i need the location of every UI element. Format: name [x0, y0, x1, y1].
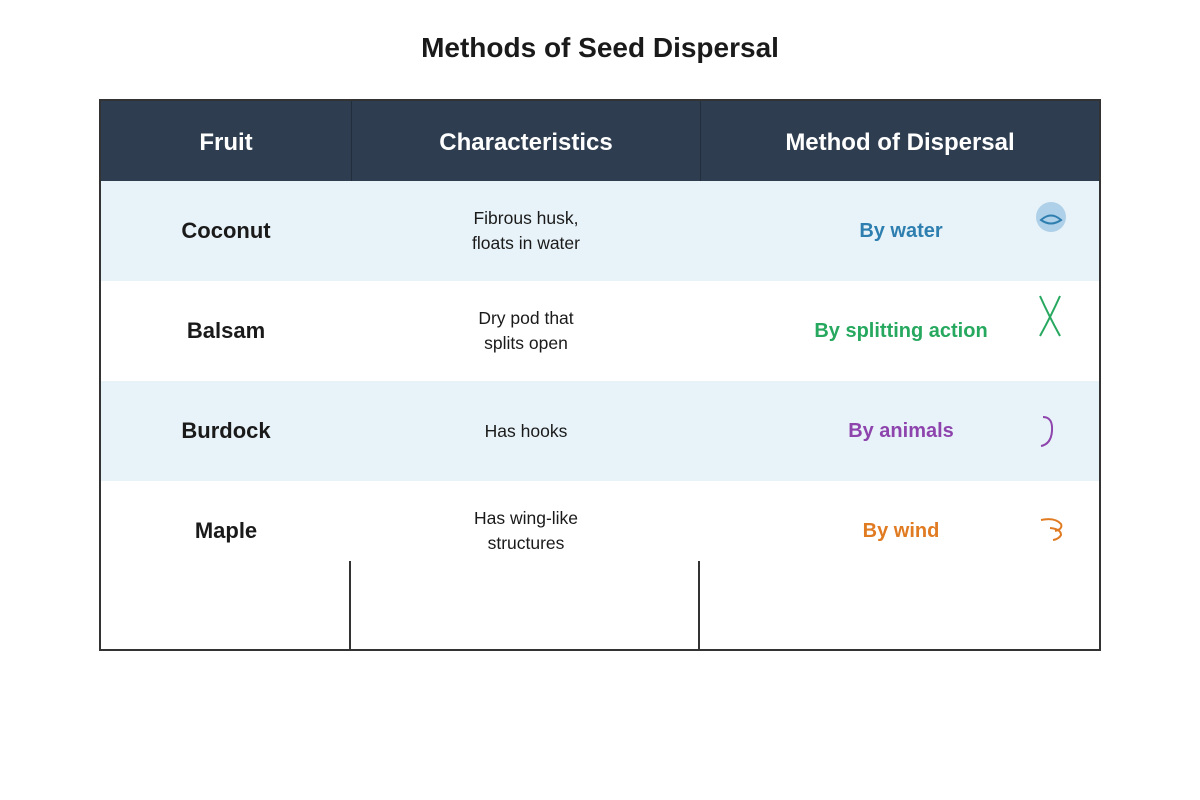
fruit-name: Maple — [194, 518, 258, 543]
characteristics-text: Dry pod that splits open — [478, 308, 574, 353]
page-title: Methods of Seed Dispersal — [421, 32, 779, 63]
dispersal-table: Fruit Characteristics Method of Dispersa… — [99, 99, 1101, 651]
column-header-characteristics: Characteristics — [439, 129, 613, 156]
table-row: Coconut Fibrous husk, floats in water By… — [101, 181, 1099, 281]
wind-swirl-icon — [1040, 518, 1063, 541]
hook-icon — [1040, 416, 1054, 447]
header-divider — [700, 101, 701, 181]
column-header-method: Method of Dispersal — [785, 129, 1015, 156]
header-divider — [351, 101, 352, 181]
fruit-name: Burdock — [181, 418, 271, 443]
dispersal-method: By wind — [862, 519, 940, 542]
fruit-name: Coconut — [181, 218, 271, 243]
dispersal-method: By animals — [848, 419, 954, 442]
fruit-name: Balsam — [186, 318, 266, 343]
column-divider — [349, 561, 351, 651]
table-row: Burdock Has hooks By animals — [101, 381, 1099, 481]
split-pod-icon — [1039, 295, 1061, 337]
dispersal-method: By water — [859, 219, 943, 242]
characteristics-text: Fibrous husk, floats in water — [472, 208, 580, 253]
column-divider — [698, 561, 700, 651]
characteristics-text: Has hooks — [484, 420, 568, 441]
column-header-fruit: Fruit — [199, 129, 253, 156]
characteristics-text: Has wing-like structures — [473, 508, 579, 553]
dispersal-method: By splitting action — [814, 319, 988, 342]
table-header: Fruit Characteristics Method of Dispersa… — [101, 101, 1099, 181]
water-drop-icon — [1036, 202, 1066, 232]
table-row: Balsam Dry pod that splits open By split… — [101, 281, 1099, 381]
table-row: Maple Has wing-like structures By wind — [101, 481, 1099, 581]
